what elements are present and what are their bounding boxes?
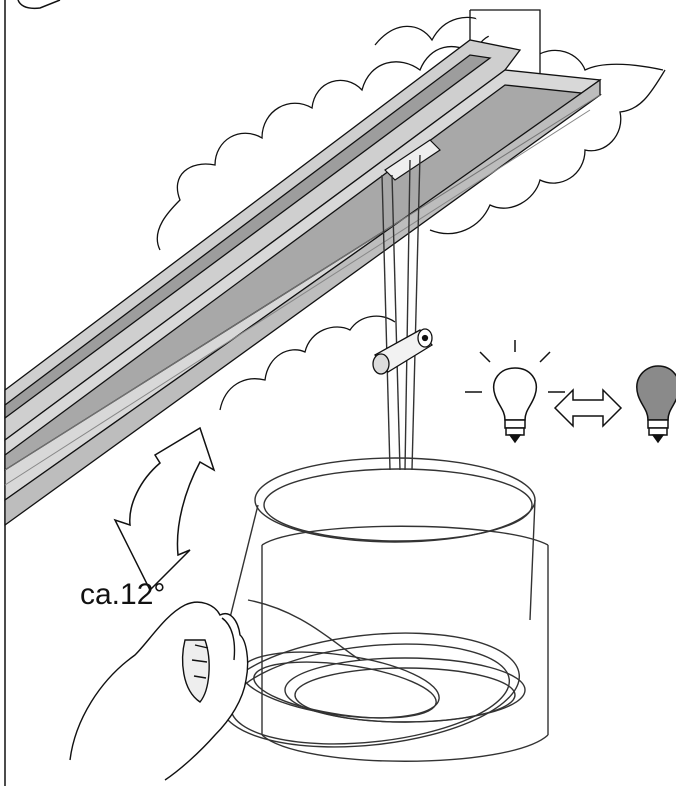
lamp-shade	[220, 457, 549, 762]
corner-fragment	[17, 0, 61, 10]
ceiling-cutout-top	[156, 16, 664, 251]
double-arrow-icon	[553, 388, 623, 428]
hand-icon	[69, 601, 249, 781]
ceiling-cutout-bottom	[219, 69, 666, 411]
light-bulb-on-icon	[465, 340, 565, 444]
suspension-wires	[381, 154, 421, 471]
cord-adjuster	[372, 328, 433, 375]
ceiling-rail	[4, 39, 602, 527]
light-bulb-off-icon	[636, 365, 676, 444]
tilt-angle-label: ca.12°	[80, 578, 166, 611]
curved-double-arrow-icon	[113, 426, 216, 592]
